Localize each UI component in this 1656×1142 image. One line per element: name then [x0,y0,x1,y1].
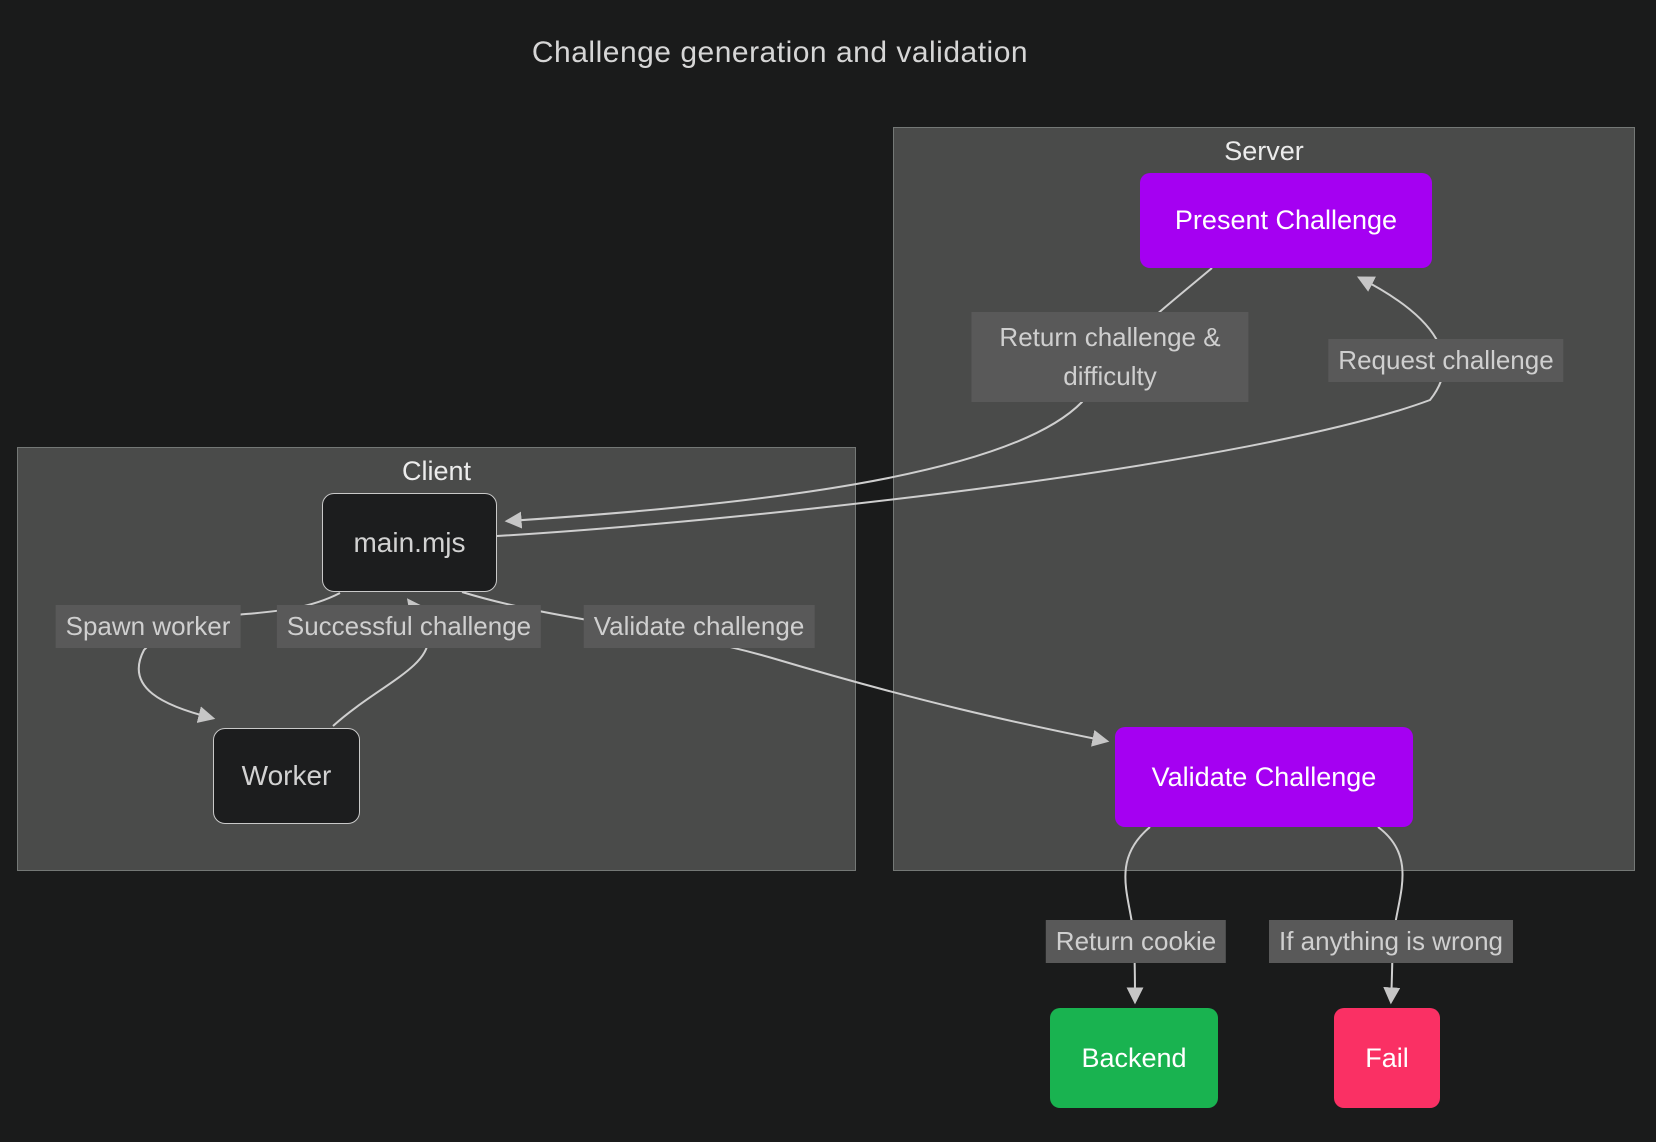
edge-label-return-cookie: Return cookie [1045,920,1227,963]
node-worker-label: Worker [241,760,332,791]
node-fail-label: Fail [1365,1042,1409,1073]
edge-validate-challenge [461,591,1110,747]
node-validate-challenge-label: Validate Challenge [1151,761,1377,792]
node-fail: Fail [1334,1008,1440,1108]
edge-label-request-challenge: Request challenge [1328,339,1564,382]
diagram-title: Challenge generation and validation [531,36,1029,69]
node-main-mjs: main.mjs [322,493,497,592]
edge-label-spawn-worker: Spawn worker [55,605,241,648]
edge-if-anything-wrong [1377,826,1404,1005]
client-subgraph-label: Client [401,456,472,486]
edge-label-return-challenge-line2: difficulty [1063,361,1157,391]
edge-label-successful-challenge: Successful challenge [276,605,542,648]
edge-label-validate-challenge: Validate challenge [583,605,815,648]
node-backend: Backend [1050,1008,1218,1108]
edge-label-return-challenge: Return challenge & difficulty [971,312,1249,402]
node-backend-label: Backend [1081,1042,1187,1073]
edge-label-return-challenge-line1: Return challenge & [999,322,1221,352]
node-main-mjs-label: main.mjs [353,526,466,558]
node-present-challenge-label: Present Challenge [1174,205,1398,235]
server-subgraph-label: Server [1224,136,1304,166]
edge-return-cookie [1124,826,1151,1005]
edge-label-if-anything-wrong: If anything is wrong [1268,920,1514,963]
node-worker: Worker [213,728,360,824]
node-present-challenge: Present Challenge [1140,173,1432,268]
node-validate-challenge: Validate Challenge [1115,727,1413,827]
edge-request-challenge [496,276,1445,537]
